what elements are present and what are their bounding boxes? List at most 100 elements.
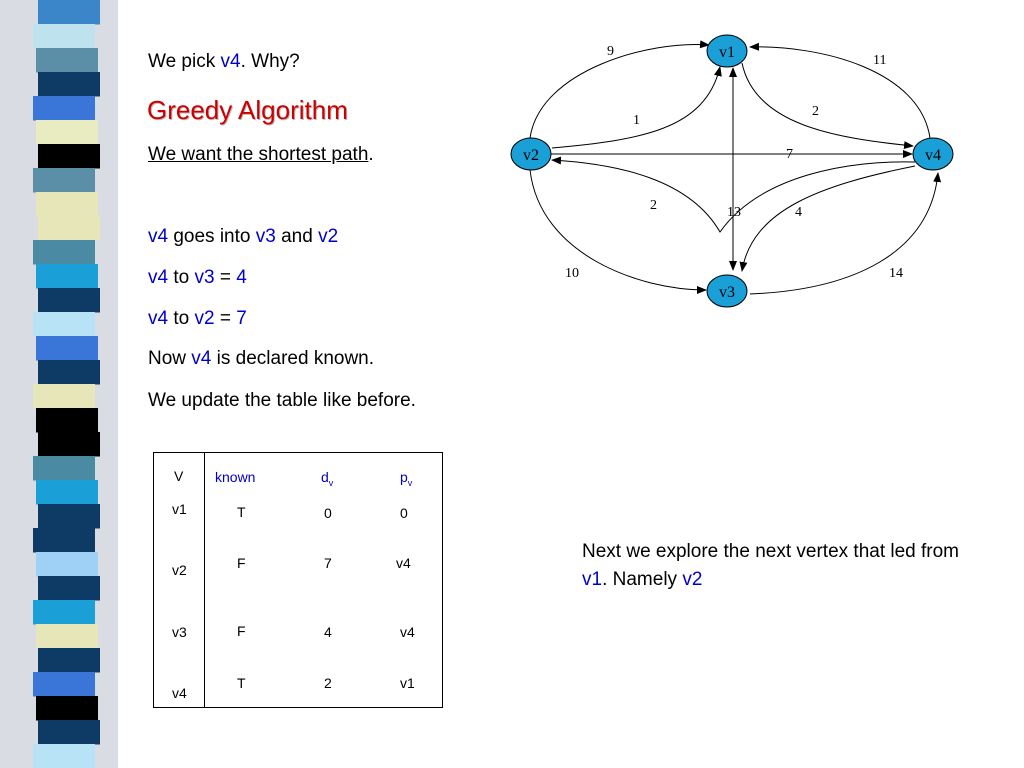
text: to bbox=[168, 267, 195, 288]
node-v1 bbox=[706, 34, 748, 68]
edge-v1-v4-inner bbox=[741, 62, 914, 150]
row-v1-known: T bbox=[237, 504, 246, 520]
row-v2-known: F bbox=[237, 555, 246, 571]
stripe-block bbox=[36, 264, 98, 289]
cost-line-v3: v4 to v3 = 4 bbox=[148, 267, 247, 289]
stripe-block bbox=[33, 672, 95, 697]
stripe-block bbox=[33, 600, 95, 625]
weight-v4-v1-outer: 11 bbox=[873, 53, 886, 68]
vertex-ref: v4 bbox=[220, 51, 241, 72]
vertex-ref: v2 bbox=[682, 569, 703, 590]
vertex-ref: v2 bbox=[194, 308, 215, 329]
row-v1-vertex: v1 bbox=[172, 501, 187, 517]
node-v2 bbox=[510, 137, 552, 171]
goal-line: We want the shortest path. bbox=[148, 144, 374, 166]
text: goes into bbox=[168, 226, 256, 247]
edge-v3-v4-outer bbox=[749, 172, 942, 295]
row-v4-known: T bbox=[237, 675, 246, 691]
weight-v2-v1-outer: 9 bbox=[607, 44, 614, 59]
row-v1-prev: 0 bbox=[400, 505, 408, 521]
stripe-block bbox=[38, 288, 100, 313]
weight-v4-v3-inner: 4 bbox=[795, 205, 802, 220]
node-v1-label: v1 bbox=[719, 44, 735, 61]
node-v3-label: v3 bbox=[719, 284, 735, 301]
header-dv: dv bbox=[321, 469, 333, 488]
text: is declared known. bbox=[211, 348, 375, 369]
weight-v2-v1-inner: 1 bbox=[633, 113, 640, 128]
stripe-block bbox=[38, 504, 100, 529]
edges-line: v4 goes into v3 and v2 bbox=[148, 226, 338, 248]
node-v4 bbox=[912, 137, 954, 171]
edge-v2-v3-outer bbox=[529, 169, 707, 294]
edge-v4-v2-inner bbox=[551, 156, 916, 233]
row-v2-prev: v4 bbox=[396, 555, 411, 571]
stripe-block bbox=[38, 216, 100, 241]
stripe-block bbox=[36, 408, 98, 433]
table-divider bbox=[204, 453, 205, 707]
text: Now bbox=[148, 348, 192, 369]
cost-value: 4 bbox=[236, 267, 247, 288]
row-v4-prev: v1 bbox=[400, 675, 415, 691]
header-v: V bbox=[174, 468, 184, 484]
stripe-block bbox=[33, 168, 95, 193]
stripe-block bbox=[36, 336, 98, 361]
header-p-sub: v bbox=[407, 477, 413, 488]
stripe-block bbox=[33, 744, 95, 768]
node-v4-label: v4 bbox=[925, 147, 941, 164]
edge-v4-v1-outer bbox=[749, 42, 931, 139]
header-d-text: d bbox=[321, 469, 329, 485]
weight-v2-v4: 7 bbox=[786, 147, 793, 162]
stripe-block bbox=[38, 720, 100, 745]
graph-diagram: v1 v2 v4 v3 9 1 11 2 7 2 13 4 10 14 bbox=[510, 34, 954, 308]
stripe-block bbox=[36, 192, 98, 217]
vertex-ref: v1 bbox=[582, 569, 603, 590]
note-text: . Namely bbox=[602, 569, 683, 590]
weight-v2-v3-outer: 10 bbox=[565, 266, 579, 281]
vertex-ref: v3 bbox=[255, 226, 276, 247]
vertex-ref: v4 bbox=[148, 226, 169, 247]
vertex-ref: v4 bbox=[191, 348, 212, 369]
edge-v2-v1-inner bbox=[551, 66, 722, 149]
stripe-block bbox=[38, 72, 100, 97]
header-known: known bbox=[215, 469, 256, 485]
period: . bbox=[368, 144, 374, 165]
shortest-path-text: We want the shortest path bbox=[148, 144, 369, 165]
text: = bbox=[214, 308, 237, 329]
stripe-block bbox=[33, 312, 95, 337]
stripe-block bbox=[36, 120, 98, 145]
stripe-block bbox=[36, 480, 98, 505]
stripe-block bbox=[33, 240, 95, 265]
header-d-sub: v bbox=[328, 477, 334, 488]
stripe-block bbox=[33, 24, 95, 49]
weight-v3-v4-outer: 14 bbox=[889, 266, 903, 281]
text: and bbox=[275, 226, 319, 247]
row-v3-vertex: v3 bbox=[172, 624, 187, 640]
stripe-block bbox=[36, 696, 98, 721]
known-line: Now v4 is declared known. bbox=[148, 348, 374, 370]
stripe-block bbox=[33, 456, 95, 481]
stripe-block bbox=[38, 360, 100, 385]
header-pv: pv bbox=[400, 469, 412, 488]
edge-v4-v3-inner bbox=[739, 165, 916, 272]
row-v2-vertex: v2 bbox=[172, 562, 187, 578]
stripe-block bbox=[38, 432, 100, 457]
note-text: Next we explore the next vertex that led… bbox=[582, 541, 960, 562]
stripe-block bbox=[33, 384, 95, 409]
row-v2-dist: 7 bbox=[324, 555, 332, 571]
stripe-block bbox=[36, 624, 98, 649]
text: = bbox=[214, 267, 237, 288]
vertex-ref: v3 bbox=[194, 267, 215, 288]
stripe-block bbox=[38, 648, 100, 673]
vertex-ref: v4 bbox=[148, 267, 169, 288]
row-v4-vertex: v4 bbox=[172, 685, 187, 701]
question-line: We pick v4. Why? bbox=[148, 51, 300, 73]
stripe-block bbox=[36, 48, 98, 73]
text: to bbox=[168, 308, 195, 329]
row-v1-dist: 0 bbox=[324, 505, 332, 521]
cost-value: 7 bbox=[236, 308, 247, 329]
row-v3-prev: v4 bbox=[400, 624, 415, 640]
vertex-ref: v4 bbox=[148, 308, 169, 329]
dijkstra-table: V known dv pv v1 T 0 0 v2 F 7 v4 v3 F 4 … bbox=[153, 452, 443, 708]
row-v4-dist: 2 bbox=[324, 675, 332, 691]
decorative-stripe-border bbox=[0, 0, 118, 768]
